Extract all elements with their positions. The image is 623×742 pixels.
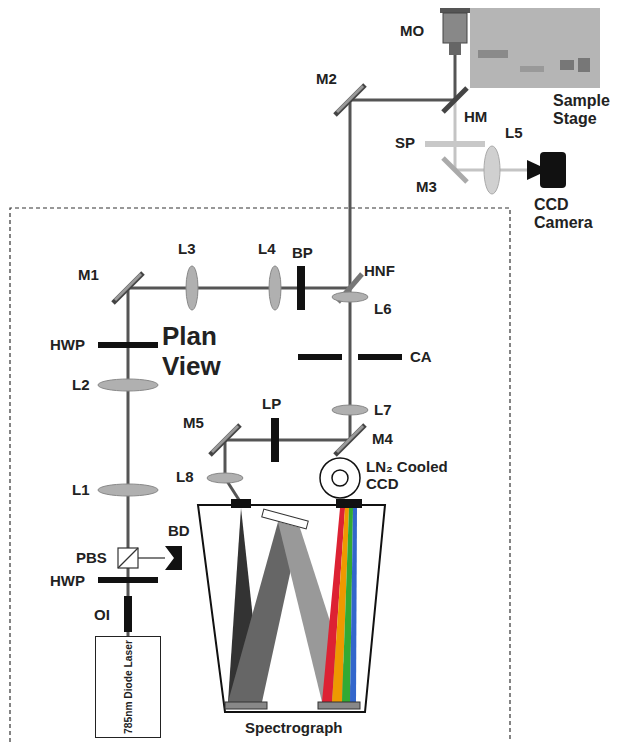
- part-label: HWP: [50, 572, 85, 589]
- mirror: [443, 158, 467, 182]
- part-label: CCD Camera: [534, 196, 614, 233]
- longpass-filter: [271, 418, 279, 462]
- lens: [484, 146, 500, 194]
- optical-isolator: [124, 596, 132, 632]
- bandpass-filter: [297, 266, 305, 310]
- part-label: M5: [183, 414, 204, 431]
- waveplate: [98, 577, 158, 583]
- part-label: M1: [78, 266, 99, 283]
- part-label: L2: [72, 376, 90, 393]
- aperture: [298, 354, 342, 360]
- part-label: LP: [262, 395, 281, 412]
- part-label: L8: [176, 468, 194, 485]
- mirror: [113, 85, 467, 455]
- part-label: CA: [410, 348, 432, 365]
- part-label: Sample Stage: [553, 92, 621, 129]
- part-label: MO: [400, 22, 424, 39]
- shortpass-filter: [425, 141, 485, 147]
- part-label: Spectrograph: [245, 719, 343, 736]
- part-label: M3: [416, 178, 437, 195]
- enclosure-border: [10, 208, 510, 742]
- part-label: LN₂ Cooled CCD: [366, 458, 458, 493]
- part-label: L5: [505, 124, 523, 141]
- mirror-face: [115, 86, 363, 452]
- laser-box: 785nm Diode Laser: [95, 636, 161, 738]
- part-label: SP: [395, 134, 415, 151]
- part-label: Plan View: [162, 322, 272, 382]
- sample-stage: [470, 8, 600, 88]
- part-label: HM: [464, 108, 487, 125]
- part-label: PBS: [76, 549, 107, 566]
- beam-dump: [165, 546, 182, 570]
- node-text: 785nm Diode Laser: [123, 640, 134, 734]
- part-label: HWP: [50, 336, 85, 353]
- objective-lens: [440, 8, 470, 55]
- beam-splitter: [118, 548, 138, 568]
- spectrograph: [198, 499, 385, 712]
- part-label: HNF: [364, 262, 395, 279]
- camera-icon: [527, 152, 566, 188]
- part-label: M4: [372, 430, 393, 447]
- part-label: L3: [178, 240, 196, 257]
- waveplate: [98, 342, 158, 348]
- part-label: L1: [72, 481, 90, 498]
- part-label: L4: [258, 240, 276, 257]
- part-label: OI: [94, 606, 110, 623]
- aperture: [358, 354, 402, 360]
- part-label: L6: [374, 300, 392, 317]
- part-label: L7: [374, 401, 392, 418]
- part-label: BD: [168, 522, 190, 539]
- part-label: M2: [316, 70, 337, 87]
- ln2-dewar: [320, 458, 360, 498]
- part-label: BP: [292, 244, 313, 261]
